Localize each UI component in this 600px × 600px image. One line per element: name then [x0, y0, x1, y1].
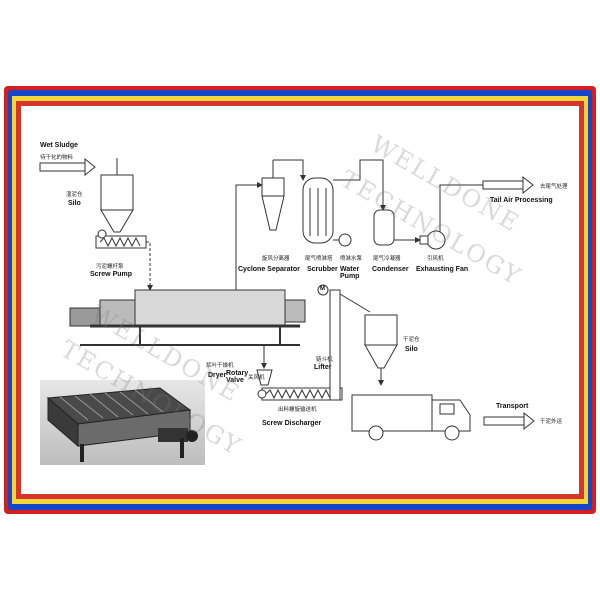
cn-label-transport: 干泥外运	[540, 419, 563, 425]
dryer-photo	[40, 380, 205, 465]
label-exhausting-fan: Exhausting Fan	[416, 266, 469, 273]
label-dryer: Dryer	[208, 372, 227, 379]
exhausting-fan-unit	[419, 184, 483, 250]
label-cyclone-separator: Cyclone Separator	[238, 266, 300, 273]
transport-truck	[351, 394, 471, 441]
silo-left-tank	[100, 158, 134, 233]
screw-pump-unit	[95, 229, 147, 249]
dryer-photo-drawing	[46, 387, 198, 462]
cn-label-dryer: 浆叶干燥机	[206, 363, 234, 369]
screw-discharger-unit	[257, 387, 343, 401]
transport-arrow	[483, 411, 535, 431]
cn-label-water-pump: 喷淋水泵	[340, 256, 363, 262]
label-silo-right: Silo	[405, 346, 418, 353]
cn-label-cyclone: 旋风分离器	[262, 256, 290, 262]
cn-label-silo-left: 湿泥仓	[66, 192, 83, 198]
wet-sludge-inlet-arrow	[39, 157, 96, 177]
cn-label-wet-sludge: 待干化的物料	[40, 155, 74, 161]
label-rotary-valve: Rotary Valve	[226, 370, 249, 384]
water-pump-unit	[333, 233, 352, 247]
label-silo-left: Silo	[68, 200, 81, 207]
label-scrubber: Scrubber	[307, 266, 338, 273]
scrubber-tower	[302, 177, 334, 244]
label-tail-air: Tail Air Processing	[490, 197, 553, 204]
label-lifter: Lifter	[314, 364, 332, 371]
cn-label-scrubber: 尾气喷淋塔	[305, 256, 333, 262]
cn-label-silo-right: 干泥仓	[403, 337, 420, 343]
label-condenser: Condenser	[372, 266, 409, 273]
rotary-valve-unit	[256, 345, 273, 386]
paddle-dryer	[69, 289, 306, 346]
cn-label-tail-air: 去尾气处理	[540, 184, 568, 190]
tail-air-arrow	[482, 175, 534, 195]
cn-label-fan: 引风机	[427, 256, 444, 262]
label-motor-symbol: M	[320, 286, 325, 292]
cyclone-separator-unit	[261, 159, 306, 231]
cn-label-screw-discharger: 出料螺旋输送机	[278, 407, 317, 413]
label-screw-discharger: Screw Discharger	[262, 420, 322, 427]
cn-label-lifter: 链斗机	[316, 357, 333, 363]
cn-label-screw-pump: 污泥螺杆泵	[96, 264, 124, 270]
silo-right-tank	[364, 314, 398, 386]
label-transport: Transport	[496, 403, 529, 410]
label-wet-sludge: Wet Sludge	[40, 142, 78, 149]
label-water-pump: Water Pump	[340, 266, 360, 280]
label-screw-pump: Screw Pump	[90, 271, 133, 278]
bucket-lifter	[317, 284, 371, 401]
cn-label-rotary-valve: 关风机	[248, 375, 265, 381]
condenser-unit	[373, 209, 395, 246]
cn-label-condenser: 尾气冷凝器	[373, 256, 401, 262]
